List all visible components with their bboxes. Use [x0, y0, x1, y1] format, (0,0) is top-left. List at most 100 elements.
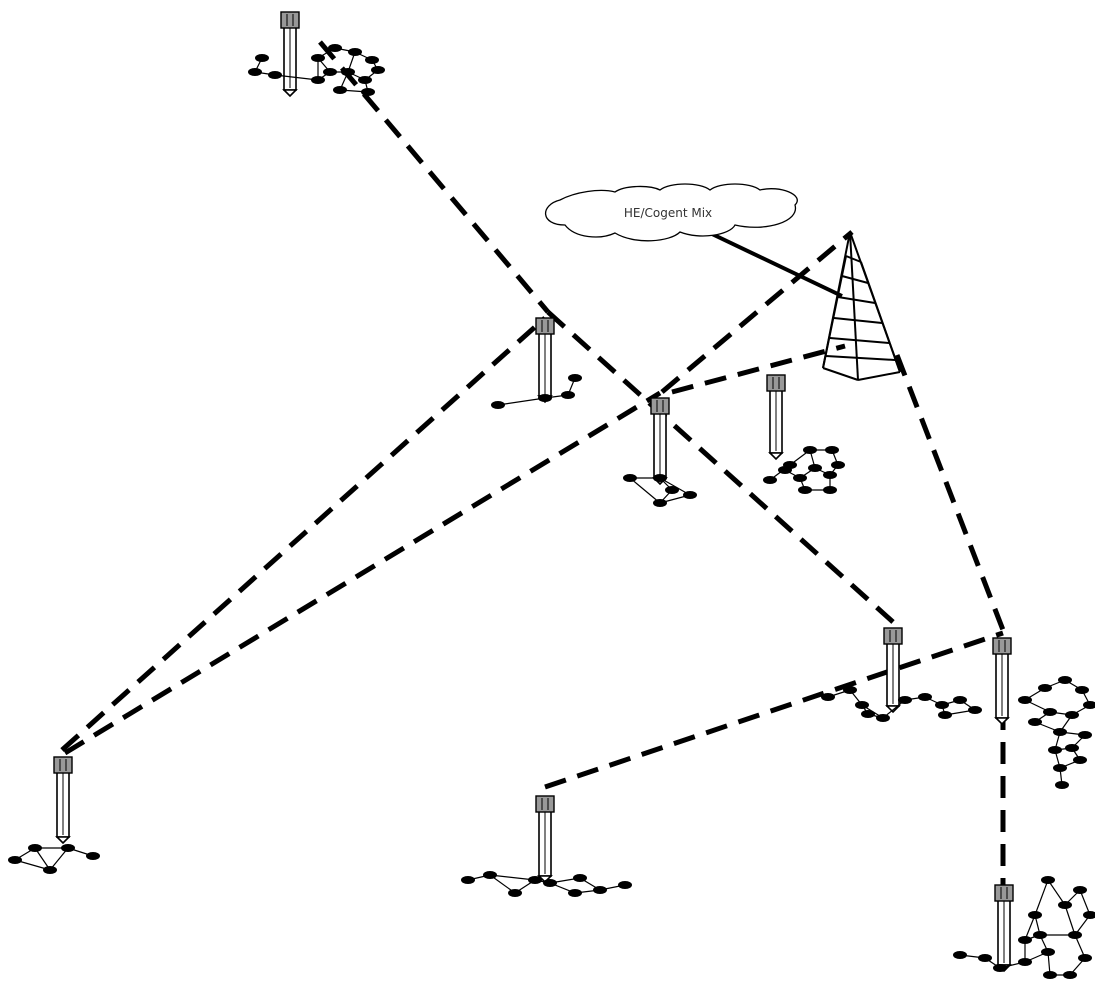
link-bottom-left-to-center — [63, 390, 662, 756]
mesh-cluster — [953, 876, 1095, 979]
client-node — [855, 701, 869, 709]
client-node — [1041, 948, 1055, 956]
client-node — [798, 486, 812, 494]
mast-icon — [994, 884, 1014, 973]
client-node — [1073, 886, 1087, 894]
client-node — [268, 71, 282, 79]
cloud-label: HE/Cogent Mix — [624, 206, 712, 220]
client-node — [311, 54, 325, 62]
client-node — [808, 464, 822, 472]
client-node — [938, 711, 952, 719]
mesh-link — [274, 74, 319, 81]
client-node — [491, 401, 505, 409]
client-node — [953, 951, 967, 959]
client-node — [483, 871, 497, 879]
mast-icon — [766, 374, 786, 461]
client-node — [341, 68, 355, 76]
client-node — [1043, 971, 1057, 979]
client-node — [803, 446, 817, 454]
client-node — [778, 466, 792, 474]
mast-icon — [992, 637, 1012, 726]
mesh-link — [1079, 889, 1091, 916]
client-node — [1063, 971, 1077, 979]
client-node — [311, 76, 325, 84]
client-node — [763, 476, 777, 484]
client-node — [333, 86, 347, 94]
mesh-link — [497, 397, 546, 406]
client-node — [1018, 936, 1032, 944]
client-node — [935, 701, 949, 709]
client-node — [543, 879, 557, 887]
client-node — [1073, 756, 1087, 764]
mast-icon — [280, 11, 300, 98]
client-node — [1065, 744, 1079, 752]
mesh-link — [49, 847, 69, 871]
link-mid-right-to-tower — [671, 343, 846, 395]
link-center-to-tower — [660, 230, 854, 394]
client-node — [348, 48, 362, 56]
mast-icon — [883, 627, 903, 714]
client-node — [653, 499, 667, 507]
client-node — [683, 491, 697, 499]
client-node — [1018, 696, 1032, 704]
client-node — [821, 693, 835, 701]
client-node — [823, 486, 837, 494]
client-node — [1078, 731, 1092, 739]
mesh-cluster — [821, 686, 982, 722]
client-node — [1028, 911, 1042, 919]
link-bottom-left-to-left-c — [60, 316, 547, 752]
client-node — [623, 474, 637, 482]
client-node — [28, 844, 42, 852]
client-node — [793, 474, 807, 482]
access-points — [53, 11, 1014, 973]
client-node — [255, 54, 269, 62]
mesh-link — [1064, 904, 1076, 936]
uplink-cloud-to-tower — [711, 232, 843, 298]
client-node — [358, 76, 372, 84]
client-node — [573, 874, 587, 882]
client-node — [1083, 911, 1095, 919]
client-node — [825, 446, 839, 454]
client-node — [1078, 954, 1092, 962]
mesh-link — [1047, 879, 1066, 906]
client-node — [953, 696, 967, 704]
client-node — [876, 714, 890, 722]
mesh-link — [489, 874, 536, 881]
client-meshes — [8, 44, 1095, 979]
client-node — [861, 710, 875, 718]
client-node — [528, 876, 542, 884]
link-top-to-center — [318, 40, 550, 314]
client-node — [361, 88, 375, 96]
client-node — [328, 44, 342, 52]
client-node — [618, 881, 632, 889]
mesh-cluster — [491, 374, 582, 409]
client-node — [1028, 718, 1042, 726]
client-node — [1043, 708, 1057, 716]
upstream-cloud: HE/Cogent Mix — [544, 183, 798, 242]
client-node — [365, 56, 379, 64]
client-node — [1058, 901, 1072, 909]
client-node — [831, 461, 845, 469]
client-node — [561, 391, 575, 399]
client-node — [978, 954, 992, 962]
client-node — [568, 889, 582, 897]
client-node — [61, 844, 75, 852]
client-node — [461, 876, 475, 884]
client-node — [968, 706, 982, 714]
client-node — [371, 66, 385, 74]
client-node — [1058, 676, 1072, 684]
client-node — [898, 696, 912, 704]
mesh-cluster — [8, 844, 100, 874]
client-node — [1068, 931, 1082, 939]
mesh-link — [629, 477, 661, 504]
client-node — [323, 68, 337, 76]
mesh-cluster — [1018, 676, 1095, 789]
mesh-cluster — [248, 44, 385, 96]
client-node — [1053, 764, 1067, 772]
client-node — [1041, 876, 1055, 884]
mesh-link — [1034, 879, 1049, 916]
link-bottom-center-to-right-b — [544, 630, 1004, 790]
client-node — [1065, 711, 1079, 719]
client-node — [1075, 686, 1089, 694]
